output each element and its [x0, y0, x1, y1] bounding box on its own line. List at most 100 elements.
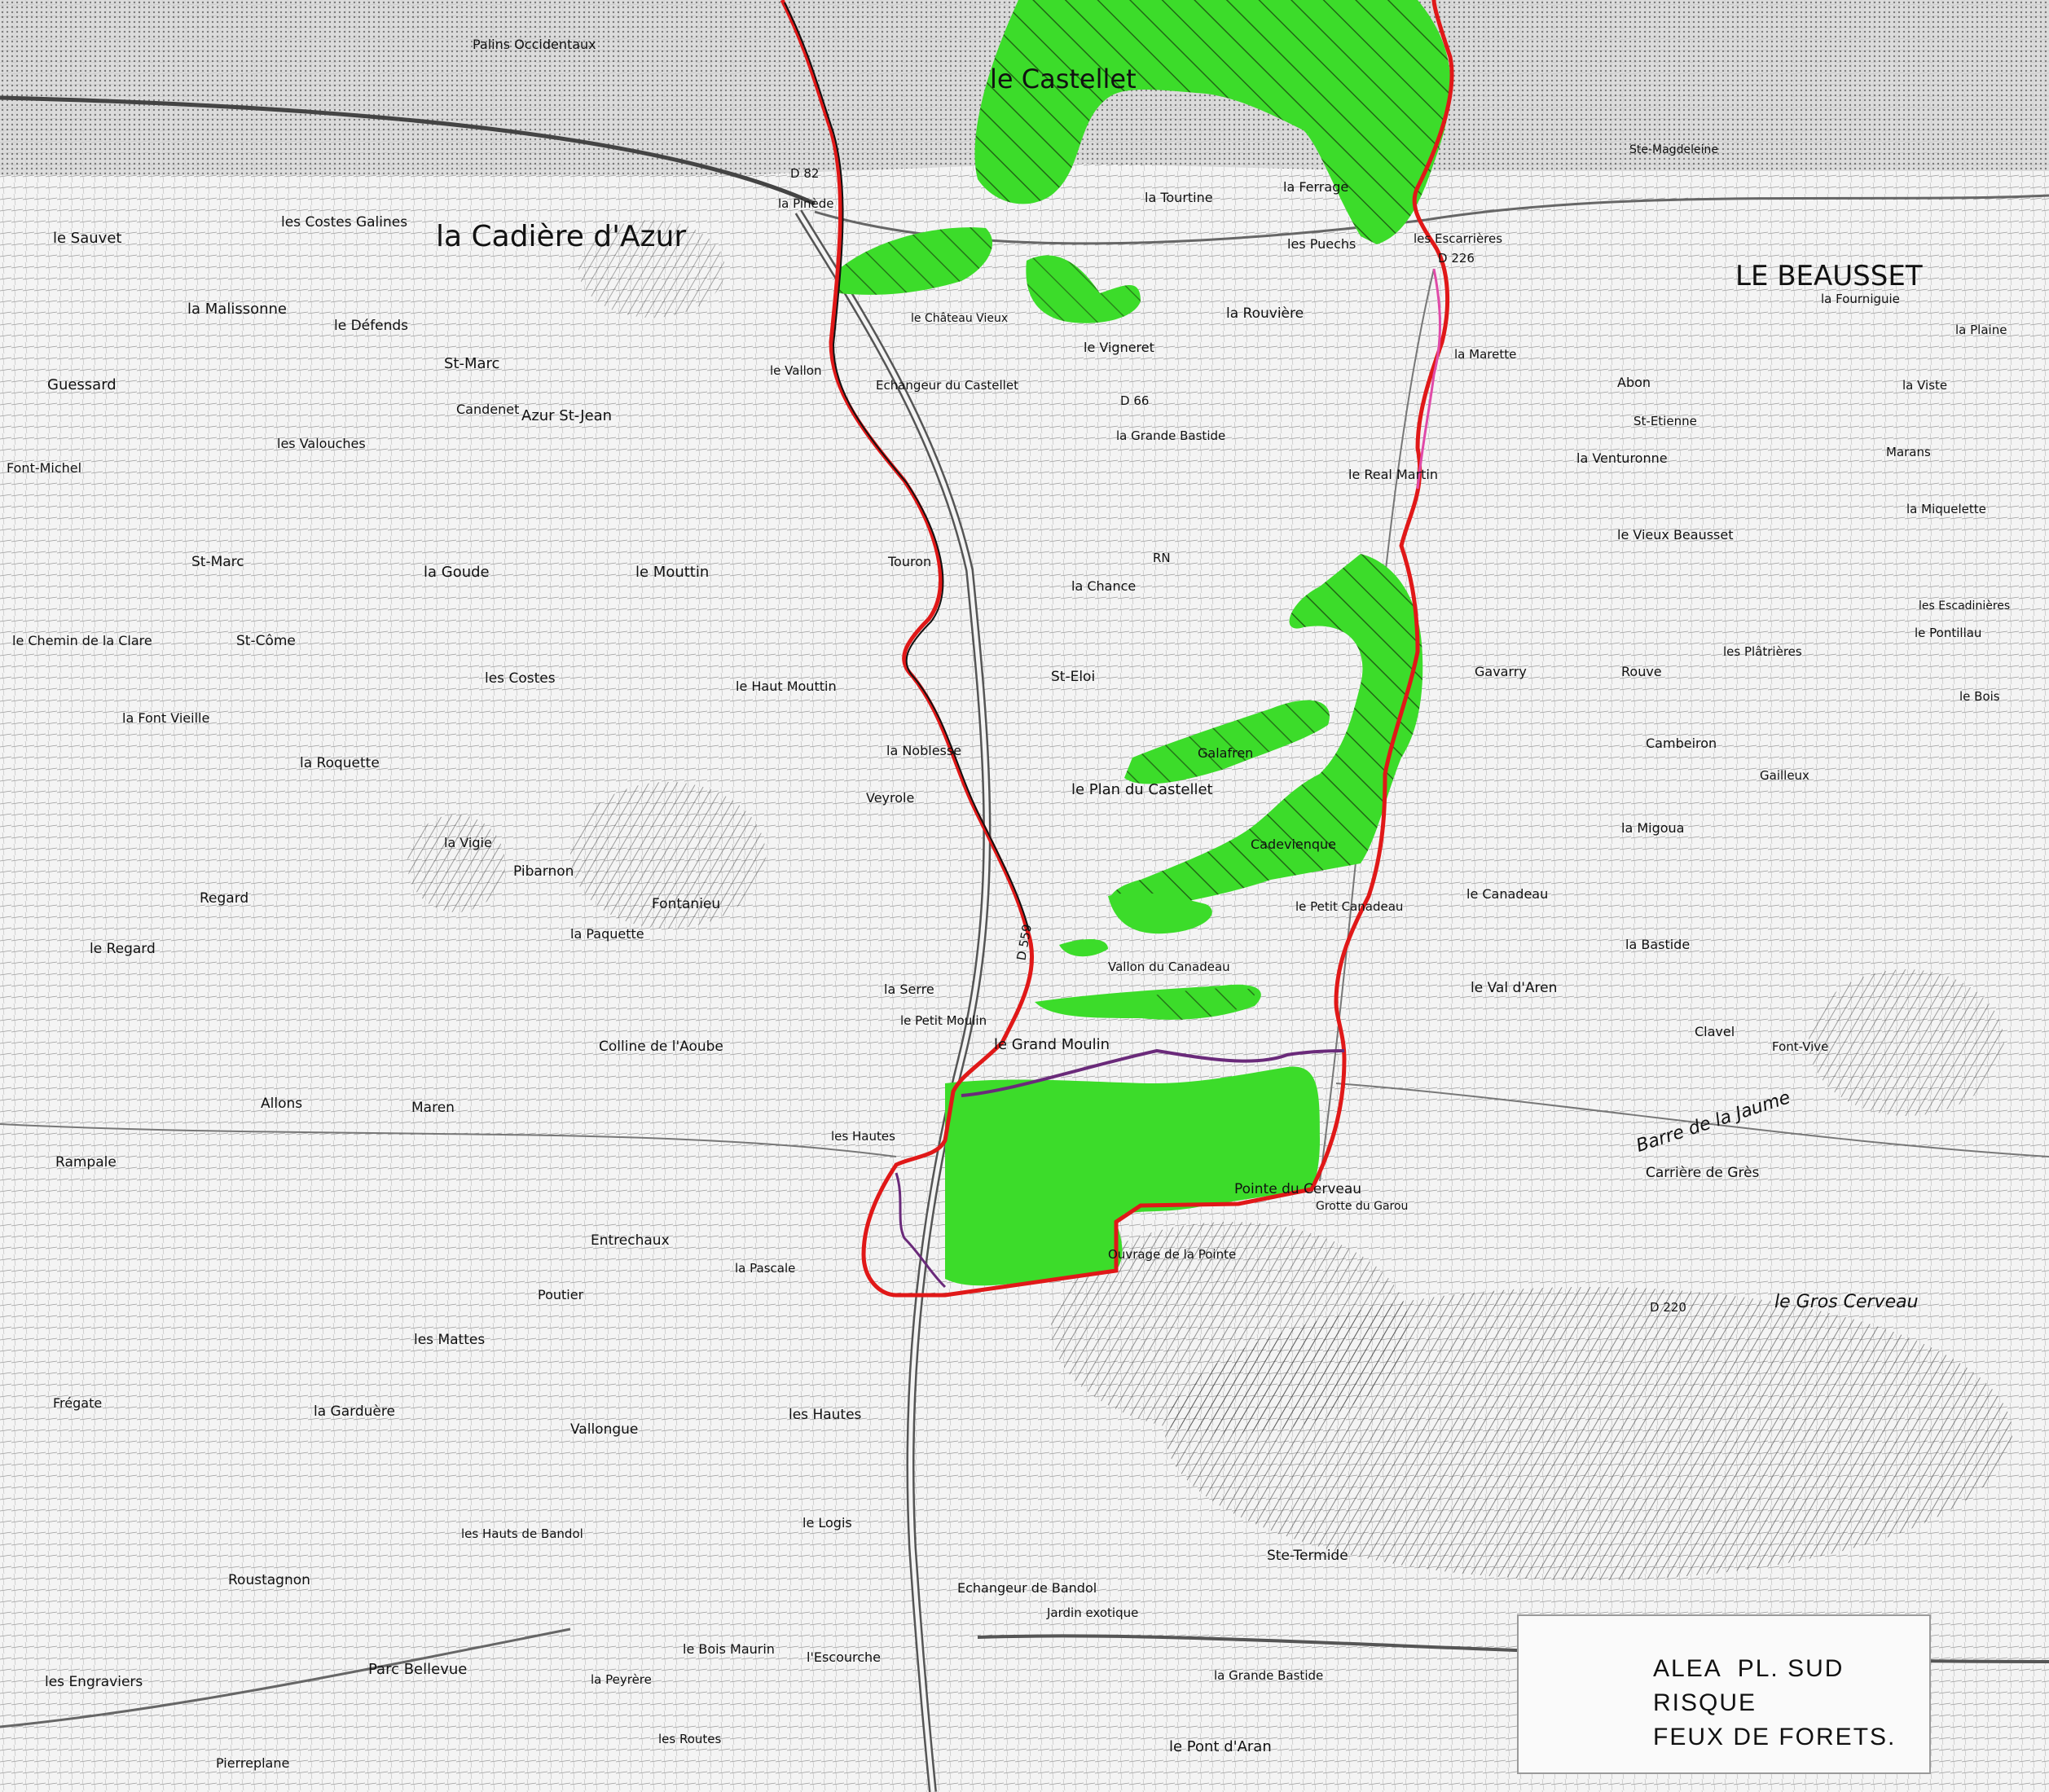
label-les-costes-galines: les Costes Galines [281, 214, 407, 231]
hazard-zones [839, 0, 1451, 1286]
label-le-beausset: LE BEAUSSET [1735, 260, 1923, 292]
label-le-logis: le Logis [802, 1515, 852, 1531]
label-echangeur-castellet: Echangeur du Castellet [876, 378, 1018, 393]
label-le-defends: le Défends [334, 318, 408, 334]
label-le-petit-moulin: le Petit Moulin [900, 1013, 987, 1028]
label-ste-termide: Ste-Termide [1267, 1548, 1348, 1564]
label-la-grande-bastide: la Grande Bastide [1214, 1668, 1323, 1683]
place-labels: le Castellet la Cadière d'Azur LE BEAUSS… [7, 37, 2010, 1771]
label-d82: D 82 [790, 166, 819, 181]
label-marans: Marans [1886, 445, 1931, 459]
label-la-marette: la Marette [1454, 347, 1516, 362]
label-allons: Allons [261, 1096, 302, 1112]
label-galafren: Galafren [1198, 745, 1253, 761]
label-font-michel: Font-Michel [7, 460, 81, 476]
label-cadevienque: Cadevienque [1251, 837, 1336, 852]
label-maren: Maren [411, 1100, 455, 1116]
road-local [1335, 1083, 2049, 1157]
label-la-bastide: la Bastide [1625, 937, 1690, 952]
label-colline-aoube: Colline de l'Aoube [599, 1039, 723, 1055]
label-la-noblesse: la Noblesse [886, 743, 961, 758]
label-le-chateau-vieux: le Château Vieux [911, 312, 1008, 325]
hazard-zone-south [945, 1066, 1320, 1286]
label-le-canadeau: le Canadeau [1466, 886, 1548, 902]
label-la-viste: la Viste [1902, 378, 1947, 393]
label-pierreplane: Pierreplane [216, 1755, 289, 1771]
hazard-zone-north-hatch [974, 0, 1451, 244]
label-le-pontillau: le Pontillau [1915, 626, 1981, 640]
label-entrechaux: Entrechaux [591, 1232, 670, 1249]
label-d226: D 226 [1438, 251, 1475, 266]
label-st-marc-w: St-Marc [191, 554, 244, 570]
label-val-d-aren: le Val d'Aren [1471, 980, 1557, 996]
label-candenet: Candenet [456, 402, 519, 417]
label-la-malissonne: la Malissonne [187, 301, 287, 318]
label-les-platrieres: les Plâtrières [1723, 644, 1802, 659]
label-l-escourche: l'Escourche [807, 1649, 881, 1665]
road-local [0, 1627, 571, 1728]
railway [0, 95, 816, 206]
label-la-fourniguie: la Fourniguie [1821, 292, 1900, 306]
label-la-serre: la Serre [884, 982, 934, 997]
label-le-gros-cerveau: le Gros Cerveau [1774, 1292, 1919, 1312]
relief-zone [1809, 969, 2004, 1116]
label-poutier: Poutier [538, 1287, 584, 1302]
label-les-mattes: les Mattes [414, 1332, 485, 1348]
label-les-hautes: les Hautes [789, 1407, 862, 1423]
label-le-mouttin: le Mouttin [635, 564, 709, 581]
label-le-grand-moulin: le Grand Moulin [994, 1036, 1110, 1053]
label-ste-magdeleine: Ste-Magdeleine [1629, 143, 1718, 156]
label-pibarnon: Pibarnon [513, 863, 574, 880]
label-la-goude: la Goude [424, 564, 490, 581]
label-la-tourtine: la Tourtine [1145, 190, 1213, 205]
legend-box: ALEA PL. SUD RISQUE FEUX DE FORETS. [1517, 1614, 1931, 1774]
label-gavarry: Gavarry [1475, 664, 1527, 679]
hazard-zone-canadeau [1108, 892, 1212, 934]
label-touron: Touron [887, 554, 931, 569]
label-la-migoua: la Migoua [1621, 820, 1684, 836]
label-le-haut-mouttin: le Haut Mouttin [736, 679, 837, 694]
label-la-chance: la Chance [1071, 578, 1136, 594]
hazard-zone-west-tongue-hatch [839, 227, 993, 295]
label-le-regard: le Regard [90, 941, 156, 957]
relief-zone [407, 815, 505, 912]
label-la-cadiere: la Cadière d'Azur [436, 220, 686, 253]
label-la-pascale: la Pascale [735, 1261, 795, 1276]
label-les-puechs: les Puechs [1287, 236, 1356, 252]
label-echangeur-bandol: Echangeur de Bandol [957, 1580, 1097, 1596]
label-st-marc: St-Marc [444, 355, 499, 372]
label-le-vallon: le Vallon [770, 363, 821, 378]
perimeter-east-pink [1416, 268, 1441, 490]
label-clavel: Clavel [1695, 1024, 1735, 1039]
road-d66 [814, 194, 2049, 245]
label-st-come: St-Côme [236, 633, 296, 649]
label-d220: D 220 [1650, 1300, 1686, 1315]
label-veyrole: Veyrole [866, 790, 914, 806]
label-roustagnon: Roustagnon [228, 1572, 310, 1588]
study-perimeter [780, 0, 1454, 1298]
label-les-hautes-n: les Hautes [831, 1129, 895, 1144]
label-pointe-du-cerveau: Pointe du Cerveau [1234, 1181, 1361, 1197]
label-la-grande-bastide-n: la Grande Bastide [1116, 428, 1225, 443]
label-rouve: Rouve [1621, 664, 1662, 679]
label-la-garduere: la Garduère [314, 1403, 395, 1420]
label-la-plaine: la Plaine [1955, 323, 2007, 337]
label-la-vigie: la Vigie [444, 835, 492, 850]
label-carriere-gres: Carrière de Grès [1646, 1165, 1760, 1181]
hazard-zone-east-hatch [1110, 554, 1423, 912]
label-la-pinede: la Pinède [778, 196, 834, 211]
label-le-petit-canadeau: le Petit Canadeau [1295, 899, 1403, 914]
label-le-bois: le Bois [1959, 689, 2000, 704]
hazard-zone-vigneret-hatch [1026, 255, 1141, 323]
relief-zone [578, 220, 725, 318]
label-la-roquette: la Roquette [300, 755, 380, 771]
label-vallongue: Vallongue [570, 1421, 638, 1438]
label-le-castellet: le Castellet [990, 64, 1137, 94]
label-le-sauvet: le Sauvet [53, 230, 121, 247]
label-les-escadinieres: les Escadinières [1919, 600, 2010, 613]
hazard-zone-galafren-hatch [1124, 700, 1330, 784]
label-abon: Abon [1617, 375, 1651, 390]
label-le-pont-d-aran: le Pont d'Aran [1169, 1738, 1272, 1755]
label-le-bois-maurin: le Bois Maurin [683, 1641, 775, 1657]
